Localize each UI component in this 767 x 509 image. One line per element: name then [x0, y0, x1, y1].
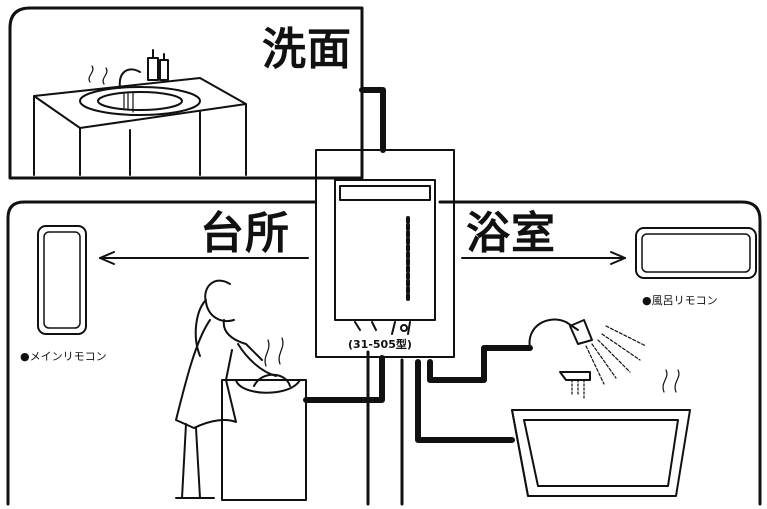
pipe-shower: [427, 345, 533, 383]
bathtub: [511, 369, 691, 497]
kitchen-sink: [221, 337, 307, 501]
bath-remote-label: ●風呂リモコン: [642, 294, 718, 307]
washroom-sink: [33, 49, 247, 176]
room-title-kitchen: 台所: [200, 208, 290, 259]
heater-model-label: (31-505型): [348, 338, 412, 351]
room-title-washroom: 洗面: [262, 24, 352, 75]
bathroom-shower: [528, 318, 647, 399]
pipe-washroom: [359, 87, 386, 153]
water-heater-unit: [315, 149, 455, 358]
main-remote-label: ●メインリモコン: [20, 350, 107, 363]
kitchen-frame: [6, 200, 370, 506]
room-title-bathroom: 浴室: [466, 208, 556, 259]
pipe-kitchen: [303, 355, 385, 403]
washroom-frame: [8, 6, 364, 180]
bath-remote: [635, 227, 757, 279]
bathroom-frame: [400, 200, 762, 506]
main-remote: [37, 225, 87, 335]
pipe-bath: [415, 359, 515, 443]
kitchen-person: [175, 279, 277, 499]
